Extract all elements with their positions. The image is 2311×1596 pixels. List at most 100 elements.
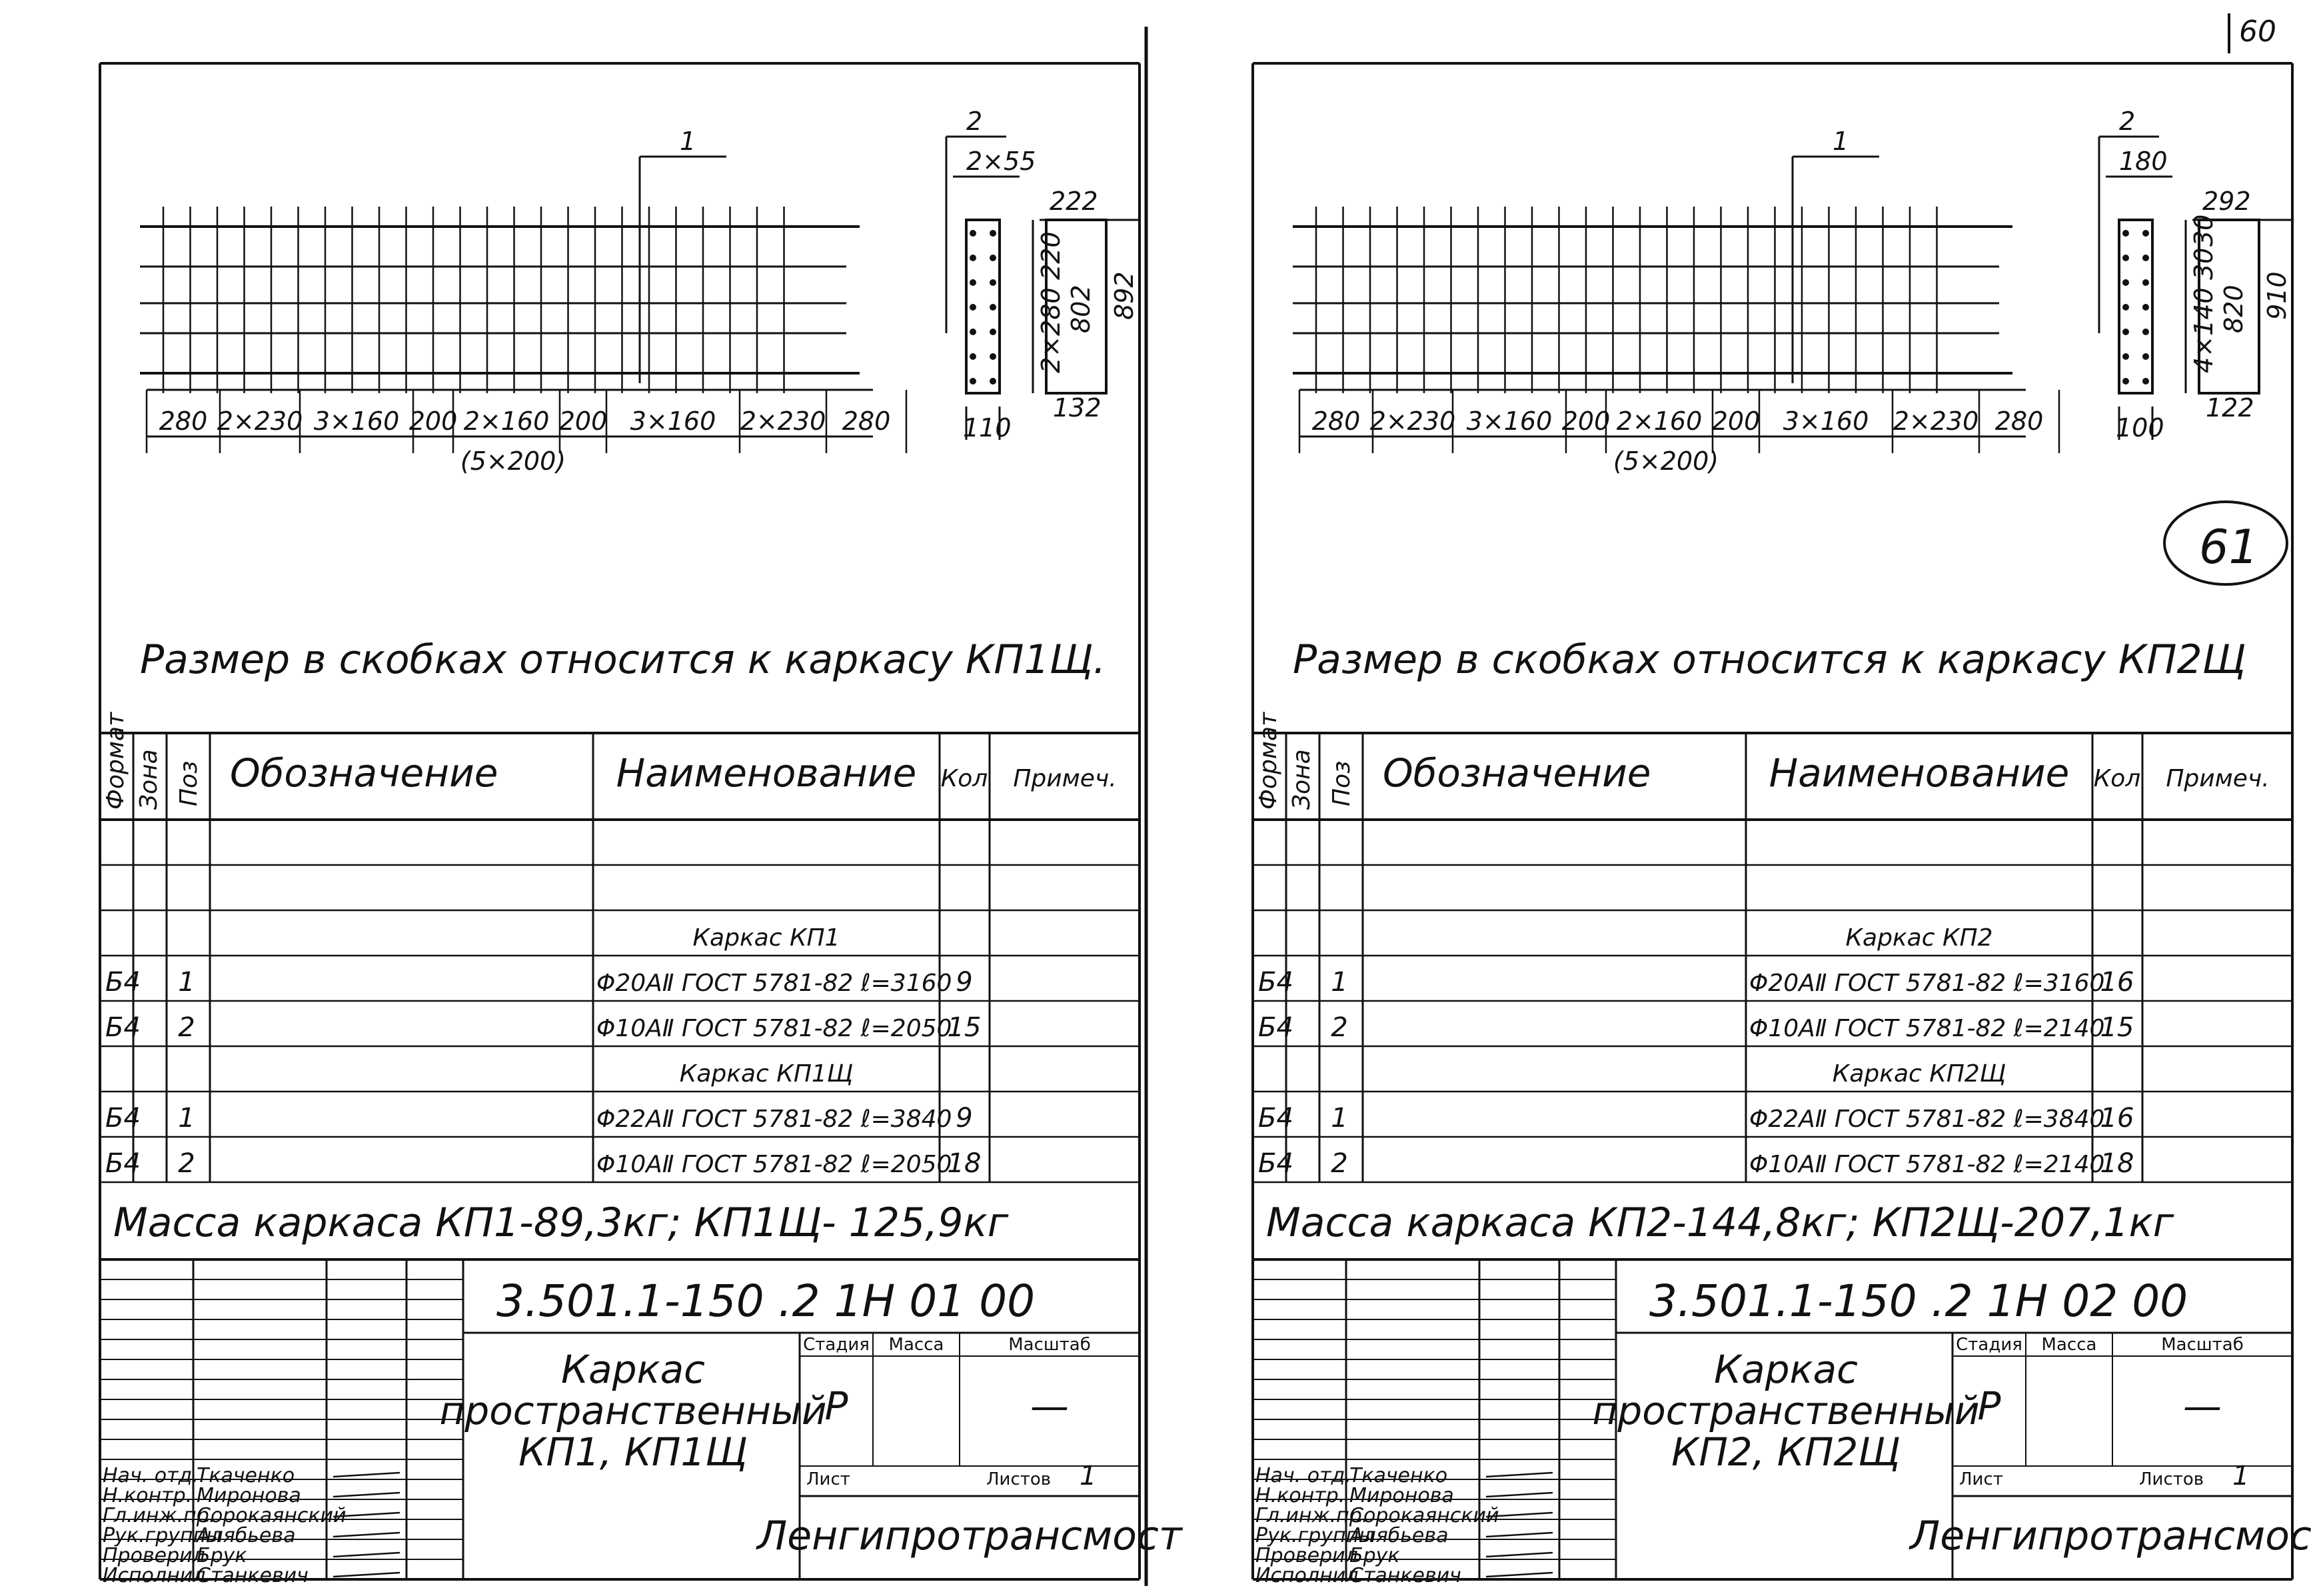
spec-row-name: Φ22АⅡ ГОСТ 5781-82 ℓ=3840	[1749, 1106, 2104, 1133]
signature-stroke	[1485, 1551, 1553, 1558]
scale-value: —	[2183, 1383, 2222, 1429]
spec-row-qty: 9	[956, 1103, 972, 1134]
rebar-dot	[2142, 329, 2149, 335]
signer-role: Нач. отд.	[103, 1464, 199, 1487]
leader-1-label: 1	[1833, 127, 1849, 156]
scale-value: —	[1030, 1383, 1069, 1429]
dimension-label: 280	[1312, 406, 1361, 436]
outline-dim-side: 910	[2262, 271, 2292, 320]
rebar-dot	[990, 304, 996, 311]
section-dim-a: 220	[1036, 231, 1066, 280]
label-sheets: Листов	[986, 1469, 1051, 1489]
spec-row-name: Каркас КП2Щ	[1833, 1060, 2006, 1088]
leader-2-label: 2	[966, 107, 982, 136]
rebar-dot	[970, 279, 976, 286]
outline-dim-bottom: 132	[1053, 393, 1102, 422]
spec-row-name: Φ20АⅡ ГОСТ 5781-82 ℓ=3160	[1749, 970, 2104, 997]
document-code: 3.501.1-150 .2 1Н 01 00	[496, 1275, 1035, 1327]
rebar-dot	[990, 279, 996, 286]
dimension-label: 2×160	[1617, 406, 1703, 436]
spec-row-name: Φ10АⅡ ГОСТ 5781-82 ℓ=2050	[596, 1151, 952, 1178]
section-outline	[965, 219, 1001, 395]
spec-row-format: Б4	[1258, 1012, 1293, 1043]
header-qty: Кол	[941, 765, 988, 792]
spec-row-pos: 1	[178, 967, 195, 998]
signer-role: Исполнил	[103, 1564, 205, 1587]
spec-row-format: Б4	[1258, 1103, 1293, 1134]
section-dim-top-label: 2×55	[966, 147, 1036, 176]
outline-dim-side: 892	[1110, 271, 1139, 320]
dimension-label: 200	[559, 406, 608, 436]
signature-stroke	[333, 1571, 400, 1578]
signer-name: Алябьева	[195, 1524, 295, 1547]
rebar-dot	[2122, 230, 2129, 237]
signature-stroke	[1485, 1531, 1553, 1538]
signature-stroke	[333, 1471, 400, 1478]
rebar-dot	[990, 329, 996, 335]
sheets-count: 1	[1080, 1461, 1096, 1491]
header-designation: Обозначение	[230, 750, 498, 796]
dimension-label: 2×230	[1370, 406, 1456, 436]
spec-row-format: Б4	[1258, 967, 1293, 998]
rebar-dot	[970, 353, 976, 360]
rebar-dot	[2122, 279, 2129, 286]
spec-row-format: Б4	[105, 1148, 141, 1179]
section-dim-a: 30	[2189, 248, 2218, 280]
stage-value: Р	[1978, 1383, 2001, 1429]
rebar-dot	[2122, 329, 2129, 335]
rebar-dot	[970, 378, 976, 385]
dimension-label: 280	[159, 406, 208, 436]
spec-row-qty: 15	[2100, 1012, 2134, 1043]
signer-name: Алябьева	[1348, 1524, 1448, 1547]
title-line: КП2, КП2Щ	[1671, 1429, 1901, 1475]
label-scale: Масштаб	[1008, 1335, 1091, 1355]
signer-role: Проверил	[103, 1544, 205, 1567]
spec-row-qty: 16	[2100, 967, 2134, 998]
signer-name: Сорокаянский	[197, 1504, 346, 1527]
signer-role: Гл.инж.пр.	[103, 1504, 215, 1527]
dimension-label: 200	[1712, 406, 1761, 436]
page-extras: 60 61	[1144, 13, 2288, 1586]
dimension-label: 2×230	[1893, 406, 1979, 436]
stamp-circle	[2163, 500, 2288, 586]
title-line: пространственный	[1592, 1388, 1979, 1433]
document-code: 3.501.1-150 .2 1Н 02 00	[1649, 1275, 2188, 1327]
spec-row-name: Φ10АⅡ ГОСТ 5781-82 ℓ=2140	[1749, 1151, 2104, 1178]
dimension-label: 280	[842, 406, 891, 436]
note-text: Размер в скобках относится к каркасу КП2…	[1293, 636, 2246, 683]
mass-text: Масса каркаса КП1-89,3кг; КП1Щ- 125,9кг	[113, 1199, 1009, 1246]
signature-stroke	[1485, 1471, 1553, 1478]
rebar-dot	[2122, 255, 2129, 261]
mass-text: Масса каркаса КП2-144,8кг; КП2Щ-207,1кг	[1266, 1199, 2174, 1246]
header-zone: Зона	[135, 749, 163, 810]
signer-name: Брук	[1349, 1544, 1400, 1567]
signer-name: Станкевич	[1349, 1564, 1461, 1587]
dimension-label: 200	[409, 406, 458, 436]
spec-row-format: Б4	[105, 1012, 141, 1043]
label-sheets: Листов	[2139, 1469, 2204, 1489]
stage-value: Р	[825, 1383, 848, 1429]
label-sheet: Лист	[806, 1469, 850, 1489]
dimension-label: 2×230	[217, 406, 303, 436]
header-designation: Обозначение	[1383, 750, 1651, 796]
dimension-label: 3×160	[630, 406, 716, 436]
signature-stroke	[1485, 1491, 1553, 1498]
outline-dim-top: 292	[2202, 187, 2251, 216]
outline-dim-bottom: 122	[2206, 393, 2254, 422]
section-outline	[2118, 219, 2154, 395]
rebar-dot	[990, 353, 996, 360]
spec-row-pos: 2	[1331, 1148, 1347, 1179]
header-note: Примеч.	[2166, 765, 2269, 792]
rebar-dot	[970, 304, 976, 311]
header-format: Формат	[1255, 712, 1282, 810]
spec-row-name: Φ22АⅡ ГОСТ 5781-82 ℓ=3840	[596, 1106, 952, 1133]
signer-role: Рук.группы	[1255, 1524, 1375, 1547]
rebar-dot	[2142, 255, 2149, 261]
signature-stroke	[333, 1531, 400, 1538]
section-dim-c: 820	[2219, 285, 2248, 333]
signer-name: Сорокаянский	[1349, 1504, 1499, 1527]
rebar-dot	[2142, 353, 2149, 360]
section-dim-top-label: 180	[2119, 147, 2168, 176]
